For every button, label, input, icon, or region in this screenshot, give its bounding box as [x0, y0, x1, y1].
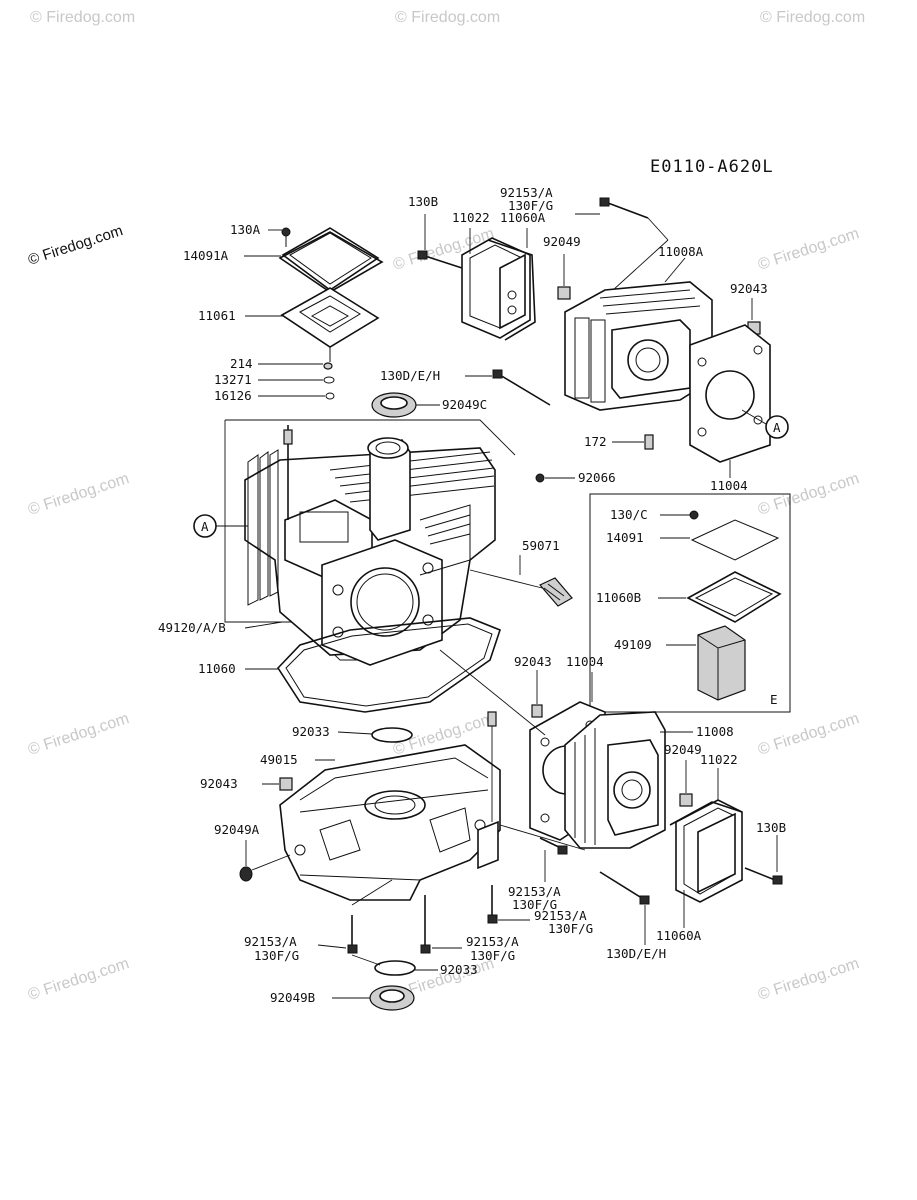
crankcase-49015: [239, 711, 530, 954]
label-14091a: 14091A: [183, 248, 229, 263]
ref-marker-e: E: [770, 692, 778, 707]
label-130deh-bot: 130D/E/H: [606, 946, 666, 961]
label-92153a-top: 92153/A: [500, 185, 553, 200]
kit-box-e: E: [589, 493, 791, 713]
label-92153a-mid2: 92153/A: [534, 908, 587, 923]
label-11004-mid: 11004: [566, 654, 604, 669]
watermark: © Firedog.com: [30, 9, 135, 26]
label-92033-top: 92033: [292, 724, 330, 739]
label-92153a-left: 92153/A: [244, 934, 297, 949]
label-130b-bot: 130B: [756, 820, 786, 835]
label-11060a-bot: 11060A: [656, 928, 702, 943]
breather-cover: [281, 227, 380, 291]
label-14091: 14091: [606, 530, 644, 545]
label-130a: 130A: [230, 222, 261, 237]
watermark: © Firedog.com: [756, 225, 861, 274]
label-172: 172: [584, 434, 607, 449]
watermark: © Firedog.com: [26, 222, 125, 269]
breather-cover-group: [278, 227, 384, 400]
label-130b-top: 130B: [408, 194, 438, 209]
label-59071: 59071: [522, 538, 560, 553]
watermark: © Firedog.com: [395, 9, 500, 26]
cylinder-bore-face: [321, 539, 443, 666]
crankcase-gasket-11060: [276, 617, 501, 713]
label-11060: 11060: [198, 661, 236, 676]
label-92153a-mid: 92153/A: [508, 884, 561, 899]
label-49120ab: 49120/A/B: [158, 620, 226, 635]
label-92043-mid: 92043: [514, 654, 552, 669]
watermark: © Firedog.com: [26, 955, 131, 1004]
ref-marker-a: A: [201, 519, 209, 534]
seal-92049c: [371, 392, 440, 418]
lower-seals: [332, 879, 438, 1011]
label-11022-top: 11022: [452, 210, 490, 225]
watermark: © Firedog.com: [756, 955, 861, 1004]
watermark: © Firedog.com: [756, 710, 861, 759]
label-92043-top: 92043: [730, 281, 768, 296]
label-92049-top: 92049: [543, 234, 581, 249]
label-11004-top: 11004: [710, 478, 748, 493]
label-11008a: 11008A: [658, 244, 704, 259]
label-13271: 13271: [214, 372, 252, 387]
part-labels: 130A 14091A 11061 214 13271 16126 130B 1…: [158, 185, 786, 1005]
ref-marker-a-right: A: [741, 409, 789, 439]
label-92033-bot: 92033: [440, 962, 478, 977]
label-92043-left: 92043: [200, 776, 238, 791]
cylinder-head-bottom-group: [439, 649, 783, 945]
label-92049-mid: 92049: [664, 742, 702, 757]
label-92153a-ctr: 92153/A: [466, 934, 519, 949]
label-130fg-left: 130F/G: [254, 948, 299, 963]
label-130fg-ctr: 130F/G: [470, 948, 515, 963]
label-92049b: 92049B: [270, 990, 315, 1005]
cylinder-block: [224, 419, 516, 666]
watermark: © Firedog.com: [26, 710, 131, 759]
ref-marker-a-left: A: [193, 514, 248, 538]
breather-plate: [280, 287, 380, 348]
head-gasket-top: [689, 324, 771, 463]
breather-gasket-14091a: [278, 231, 384, 293]
label-11060b: 11060B: [596, 590, 641, 605]
label-16126: 16126: [214, 388, 252, 403]
label-92049c: 92049C: [442, 397, 487, 412]
label-11022-bot: 11022: [700, 752, 738, 767]
label-92066: 92066: [578, 470, 616, 485]
cylinder-head-top-group: [417, 197, 771, 478]
watermark: © Firedog.com: [26, 470, 131, 519]
watermark: © Firedog.com: [760, 9, 865, 26]
plug-92066: [535, 473, 575, 483]
label-49109: 49109: [614, 637, 652, 652]
label-11008: 11008: [696, 724, 734, 739]
oil-filter-59071: [469, 555, 573, 607]
label-11061: 11061: [198, 308, 236, 323]
label-130fg-mid2: 130F/G: [548, 921, 593, 936]
label-130fg-mid: 130F/G: [512, 897, 557, 912]
label-92049a: 92049A: [214, 822, 260, 837]
ref-marker-a: A: [773, 420, 781, 435]
label-130c: 130/C: [610, 507, 648, 522]
label-49015: 49015: [260, 752, 298, 767]
label-130deh-top: 130D/E/H: [380, 368, 440, 383]
label-130fg-top: 130F/G: [508, 198, 553, 213]
label-11060a-top: 11060A: [500, 210, 546, 225]
label-214: 214: [230, 356, 253, 371]
diagram-code: E0110-A620L: [650, 157, 774, 177]
